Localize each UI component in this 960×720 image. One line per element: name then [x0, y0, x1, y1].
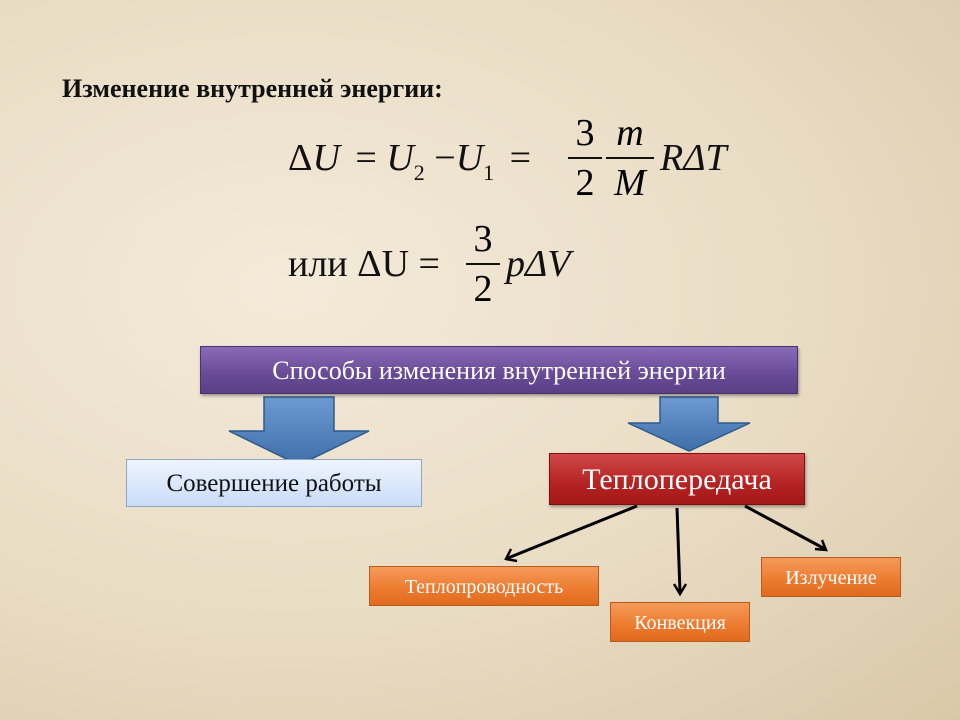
- fraction-m-over-M: m M: [606, 112, 654, 204]
- fraction-three-halves: 3 2: [568, 112, 602, 204]
- slide-title: Изменение внутренней энергии:: [62, 74, 443, 103]
- work-box: Совершение работы: [126, 459, 422, 507]
- arrow-to-conduction: [507, 504, 638, 560]
- symbol-u: U: [312, 137, 340, 179]
- radiation-box: Излучение: [761, 557, 901, 597]
- block-arrow-right: [627, 396, 751, 452]
- block-arrow-left: [228, 396, 370, 466]
- arrow-to-radiation: [744, 504, 826, 551]
- convection-box: Конвекция: [610, 602, 750, 642]
- formula-p-delta-v: pΔV: [506, 243, 571, 285]
- ways-heading-box: Способы изменения внутренней энергии: [200, 346, 798, 394]
- arrow-to-convection: [675, 507, 682, 593]
- conduction-box: Теплопроводность: [369, 566, 599, 606]
- formula-prefix: или ΔU =: [288, 243, 440, 285]
- heat-transfer-box: Теплопередача: [549, 453, 805, 505]
- formula-delta-u: ΔU = U2 −U1 =: [288, 137, 532, 185]
- symbol-u1: U: [455, 137, 484, 179]
- symbol-u2: U: [386, 137, 414, 179]
- fraction-three-halves-2: 3 2: [466, 218, 500, 310]
- formula-r-delta-t: RΔT: [660, 137, 727, 179]
